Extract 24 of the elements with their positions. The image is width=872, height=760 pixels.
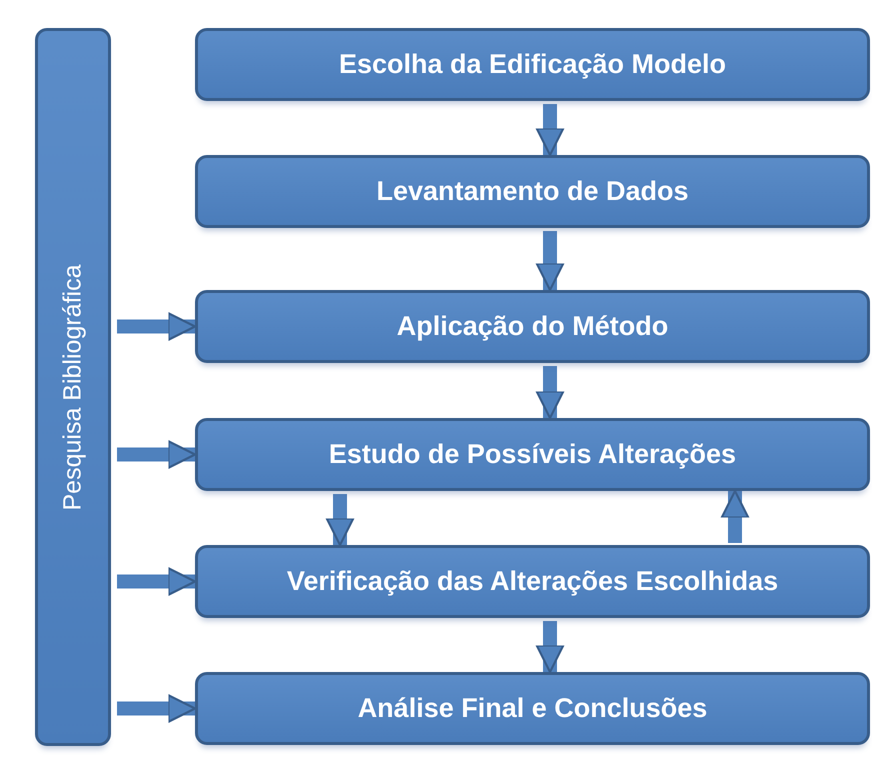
block-arrow bbox=[326, 494, 354, 546]
block-arrow bbox=[117, 567, 196, 596]
side-label: Pesquisa Bibliográfica bbox=[58, 264, 88, 510]
process-box bbox=[195, 290, 870, 363]
step-label: Aplicação do Método bbox=[396, 311, 668, 342]
step-label: Escolha da Edificação Modelo bbox=[338, 49, 726, 80]
step-label: Análise Final e Conclusões bbox=[358, 693, 708, 724]
block-arrow bbox=[536, 231, 564, 292]
block-arrow bbox=[536, 366, 564, 420]
side-bar bbox=[35, 28, 111, 746]
block-arrow bbox=[117, 440, 196, 469]
block-arrow bbox=[536, 104, 564, 156]
block-arrow bbox=[117, 694, 196, 723]
process-box bbox=[195, 545, 870, 618]
process-box bbox=[195, 28, 870, 101]
process-box bbox=[195, 155, 870, 228]
process-box bbox=[195, 418, 870, 491]
block-arrow bbox=[536, 621, 564, 674]
step-label: Levantamento de Dados bbox=[376, 176, 689, 207]
block-arrow bbox=[720, 490, 750, 543]
step-label: Estudo de Possíveis Alterações bbox=[328, 439, 736, 470]
block-arrow bbox=[117, 312, 196, 341]
step-label: Verificação das Alterações Escolhidas bbox=[286, 566, 778, 597]
process-box bbox=[195, 672, 870, 745]
